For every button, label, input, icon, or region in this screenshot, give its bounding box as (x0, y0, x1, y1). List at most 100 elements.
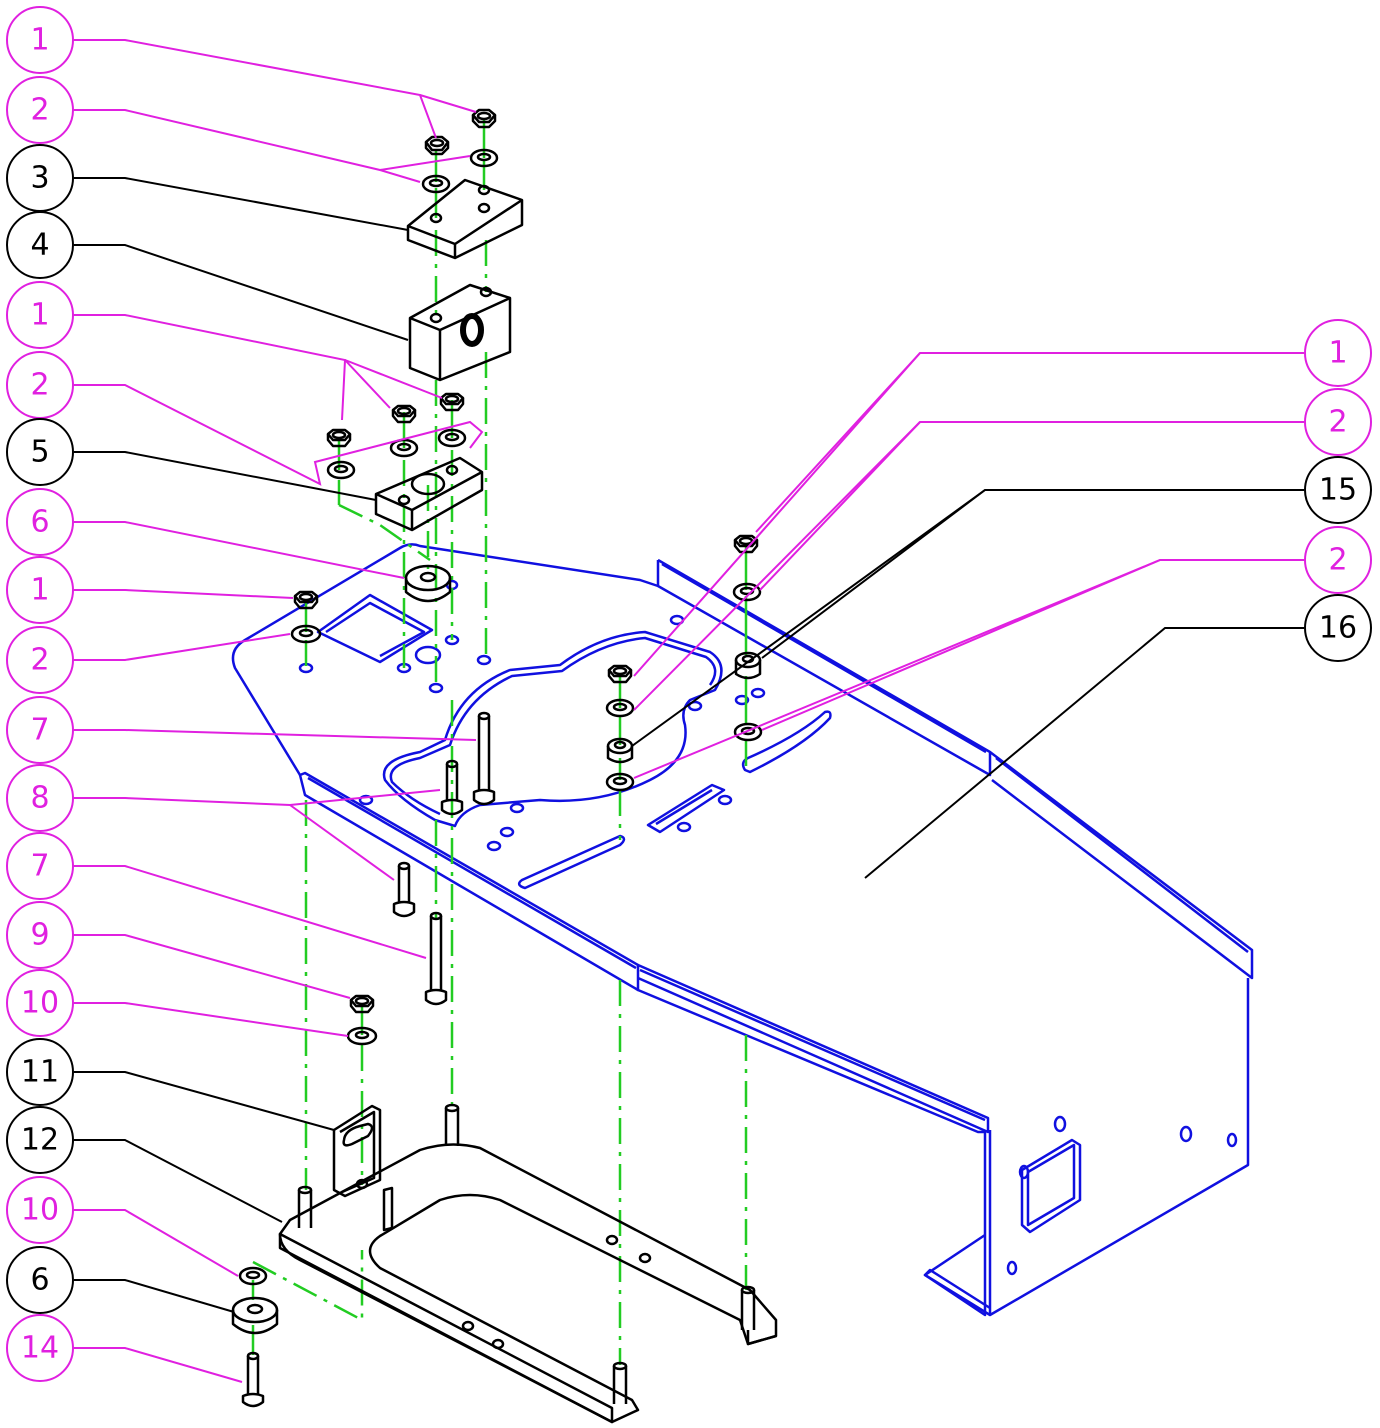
callout-circle (6, 832, 74, 900)
callout-21: 1 (1304, 319, 1372, 387)
screw-part-7-lower (424, 911, 448, 1006)
nut-center (607, 664, 633, 684)
callout-3: 3 (6, 144, 74, 212)
callout-circle (6, 626, 74, 694)
callout-label: 1 (30, 298, 49, 333)
callout-label: 1 (1328, 336, 1347, 371)
callout-circle (1304, 319, 1372, 387)
callout-label: 2 (1328, 405, 1347, 440)
callout-circle (6, 6, 74, 74)
base-plate-part-16 (231, 543, 1254, 1317)
callout-5: 1 (6, 281, 74, 349)
callout-22: 2 (1304, 388, 1372, 456)
callout-circle (1304, 526, 1372, 594)
callout-circle (6, 211, 74, 279)
callout-label: 5 (30, 435, 49, 470)
washer-right-bottom (733, 722, 763, 742)
callout-circle (6, 556, 74, 624)
callout-13: 7 (6, 832, 74, 900)
washer-center-bottom (605, 772, 635, 792)
callout-label: 1 (30, 573, 49, 608)
washer-mid-1 (326, 460, 356, 480)
callout-circle (1304, 456, 1372, 524)
callout-12: 8 (6, 764, 74, 832)
washer-mid-3 (437, 428, 467, 448)
callout-circle (6, 969, 74, 1037)
callout-circle (6, 281, 74, 349)
callout-10: 2 (6, 626, 74, 694)
callout-label: 9 (30, 918, 49, 953)
standoff-left (297, 1185, 313, 1228)
block-part-4 (408, 283, 512, 382)
callout-circle (6, 764, 74, 832)
nut-left (293, 590, 319, 610)
washer-part-10-lower (238, 1266, 268, 1286)
callout-6: 2 (6, 351, 74, 419)
callout-circle (6, 1246, 74, 1314)
callout-7: 5 (6, 418, 74, 486)
callout-2: 2 (6, 76, 74, 144)
callout-circle (1304, 388, 1372, 456)
callout-label: 10 (21, 986, 59, 1021)
washer-center-top (605, 698, 635, 718)
callout-label: 14 (21, 1331, 59, 1366)
callout-19: 6 (6, 1246, 74, 1314)
frame-part-12 (278, 1143, 778, 1424)
callout-label: 7 (30, 849, 49, 884)
screw-part-7-upper (472, 711, 496, 806)
callout-15: 10 (6, 969, 74, 1037)
callout-20: 14 (6, 1314, 74, 1382)
assembly-axis-lines (251, 120, 748, 1365)
washer-top-right (469, 148, 499, 168)
callout-9: 1 (6, 556, 74, 624)
callout-18: 10 (6, 1176, 74, 1244)
standoff-right (740, 1285, 756, 1330)
callout-label: 10 (21, 1193, 59, 1228)
callout-label: 6 (30, 505, 49, 540)
standoff-bottom (612, 1361, 628, 1404)
callout-label: 15 (1319, 473, 1357, 508)
callout-label: 2 (30, 643, 49, 678)
nut-top-left (424, 135, 450, 156)
callout-label: 2 (30, 368, 49, 403)
callout-circle (6, 1176, 74, 1244)
callout-14: 9 (6, 901, 74, 969)
washer-left (290, 624, 322, 644)
spacer-part-6-top (404, 564, 452, 603)
nut-mid-1 (326, 428, 352, 448)
callout-circle (6, 1314, 74, 1382)
callout-label: 3 (30, 161, 49, 196)
nut-part-9 (349, 994, 375, 1014)
callout-8: 6 (6, 488, 74, 556)
nut-top-right (471, 108, 497, 129)
leader-lines (74, 39, 1304, 1383)
callout-circle (1304, 594, 1372, 662)
callout-24: 2 (1304, 526, 1372, 594)
callout-label: 11 (21, 1055, 59, 1090)
nut-right-top (733, 534, 759, 554)
callout-label: 8 (30, 781, 49, 816)
callout-11: 7 (6, 696, 74, 764)
callout-circle (6, 696, 74, 764)
callout-1: 1 (6, 6, 74, 74)
nut-mid-3 (439, 392, 465, 412)
callout-circle (6, 901, 74, 969)
block-part-3 (406, 178, 524, 260)
callout-25: 16 (1304, 594, 1372, 662)
callout-4: 4 (6, 211, 74, 279)
callout-16: 11 (6, 1038, 74, 1106)
callout-17: 12 (6, 1106, 74, 1174)
callout-label: 2 (1328, 543, 1347, 578)
black-hardware-parts (231, 108, 778, 1424)
screw-part-8-upper (440, 759, 464, 816)
screw-part-8-lower (392, 861, 416, 918)
washer-top-left (421, 174, 451, 194)
callout-circle (6, 418, 74, 486)
nut-mid-2 (391, 404, 417, 424)
callout-label: 1 (30, 23, 49, 58)
callout-label: 16 (1319, 611, 1357, 646)
callout-label: 2 (30, 93, 49, 128)
callout-label: 4 (30, 228, 49, 263)
